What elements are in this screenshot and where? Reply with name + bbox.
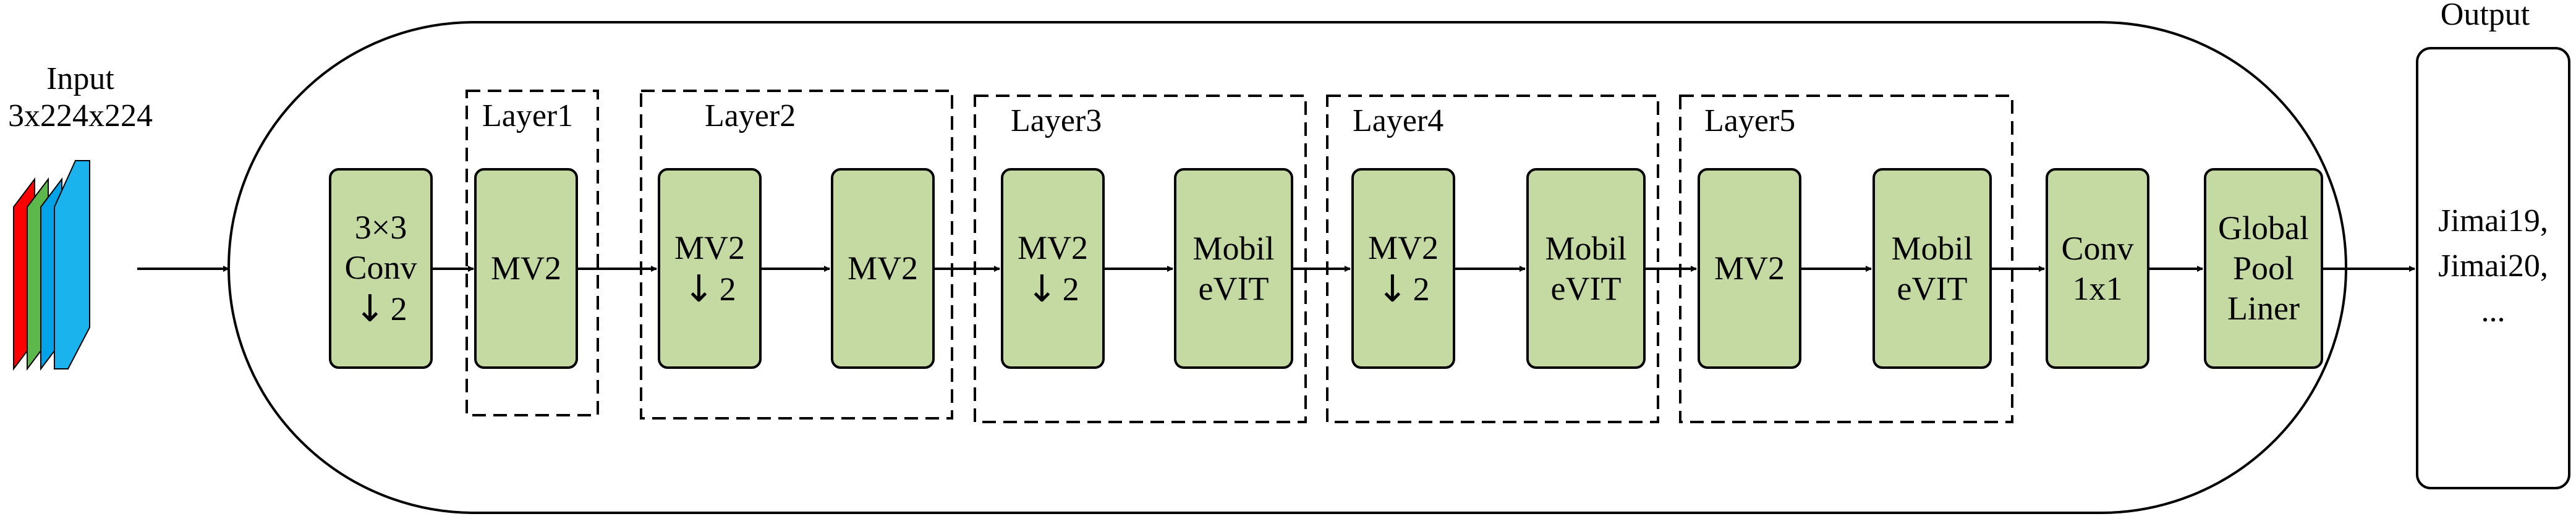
downsample-icon: ↓	[1377, 267, 1408, 311]
layer2-mv2-stride-block: MV2 ↓ 2	[658, 168, 762, 369]
block-label-line1: Mobil	[1545, 229, 1627, 267]
output-class-1: Jimai19,	[2438, 203, 2548, 238]
mv2-stride: ↓ 2	[1026, 269, 1079, 310]
block-label: MV2	[847, 250, 918, 287]
block-label-line1: Mobil	[1891, 229, 1973, 267]
conv1x1-block: Conv 1x1	[2046, 168, 2149, 369]
downsample-icon: ↓	[683, 267, 715, 311]
stride-value: 2	[1413, 270, 1430, 308]
layer4-group	[1326, 95, 1659, 423]
mv2-stride: ↓ 2	[1377, 269, 1429, 310]
layer4-mv2-stride-block: MV2 ↓ 2	[1351, 168, 1455, 369]
block-label: MV2	[1017, 229, 1088, 266]
conv3x3-stride: ↓ 2	[354, 289, 407, 329]
output-classes: Jimai19, Jimai20, ...	[2416, 199, 2570, 334]
output-box	[2416, 47, 2570, 489]
stride-value: 2	[719, 270, 736, 308]
input-dims: 3x224x224	[8, 98, 153, 133]
layer2-mv2-block: MV2	[831, 168, 935, 369]
block-label-line2: Pool	[2232, 250, 2295, 287]
output-ellipsis: ...	[2481, 293, 2506, 329]
block-label-line1: Mobil	[1192, 229, 1275, 267]
layer3-mv2-stride-block: MV2 ↓ 2	[1001, 168, 1105, 369]
block-label-line2: eVIT	[1198, 269, 1269, 307]
input-title: Input	[46, 61, 114, 96]
stride-value: 2	[1062, 270, 1079, 308]
block-label-line3: Liner	[2227, 289, 2300, 327]
block-label: MV2	[674, 229, 745, 266]
layer5-mobilevit-block: Mobil eVIT	[1872, 168, 1992, 369]
conv3x3-op: Conv	[344, 249, 417, 287]
layer5-mv2-block: MV2	[1698, 168, 1801, 369]
input-tensor-icon	[13, 160, 90, 371]
layer3-mobilevit-block: Mobil eVIT	[1174, 168, 1293, 369]
output-class-2: Jimai20,	[2438, 248, 2548, 284]
layer5-label: Layer5	[1704, 103, 1796, 138]
layer4-label: Layer4	[1353, 103, 1444, 138]
downsample-icon: ↓	[354, 287, 386, 331]
mv2-stride: ↓ 2	[683, 269, 736, 310]
conv3x3-kernel: 3×3	[354, 209, 407, 247]
layer2-group	[640, 90, 953, 420]
block-label-line1: Conv	[2061, 229, 2134, 267]
layer2-label: Layer2	[705, 98, 796, 133]
conv3x3-block: 3×3 Conv ↓ 2	[329, 168, 433, 369]
block-label-line2: eVIT	[1550, 269, 1622, 307]
layer5-group	[1679, 95, 2013, 423]
layer1-group	[465, 90, 599, 416]
stride-value: 2	[390, 290, 407, 327]
block-label: MV2	[490, 250, 561, 287]
block-label-line2: eVIT	[1897, 269, 1968, 307]
block-label-line1: Global	[2218, 209, 2309, 247]
layer4-mobilevit-block: Mobil eVIT	[1526, 168, 1646, 369]
output-title: Output	[2440, 0, 2530, 32]
layer3-group	[974, 95, 1307, 423]
global-pool-block: Global Pool Liner	[2204, 168, 2323, 369]
layer3-label: Layer3	[1011, 103, 1102, 138]
block-label-line2: 1x1	[2072, 269, 2123, 307]
layer1-mv2-block: MV2	[474, 168, 578, 369]
downsample-icon: ↓	[1026, 267, 1058, 311]
layer1-label: Layer1	[482, 98, 574, 133]
block-label: MV2	[1367, 229, 1439, 266]
block-label: MV2	[1714, 250, 1785, 287]
